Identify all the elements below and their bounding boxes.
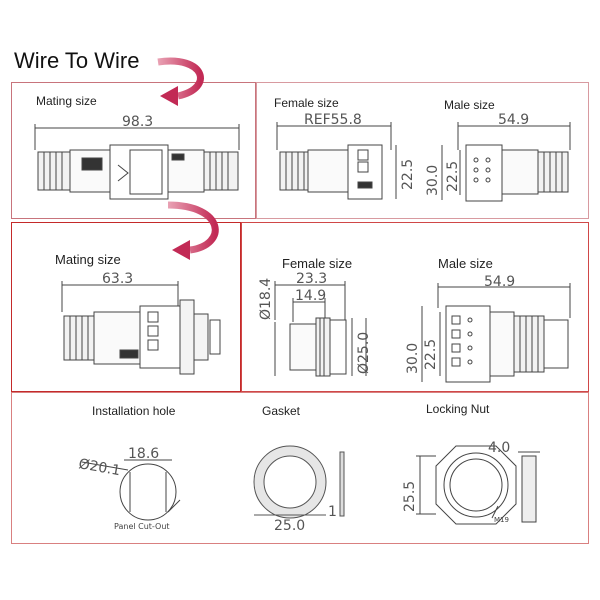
row2-female-dim-dia: Ø18.4 (258, 278, 274, 320)
connector-drawing-icon (276, 122, 397, 200)
connector-drawing-icon (34, 124, 240, 200)
row2-female-dim-dia2: Ø25.0 (356, 332, 372, 374)
page-title: Wire To Wire (14, 48, 140, 73)
row3-hole-label: Installation hole (92, 404, 176, 418)
panel-row2-mating (11, 222, 241, 392)
connector-drawing-icon (421, 283, 571, 383)
row3-hole-dim-dia: Ø20.1 (77, 456, 121, 479)
panel-row1-female-male (256, 82, 589, 219)
locking-nut-drawing (416, 445, 540, 525)
installation-hole-drawing (81, 459, 181, 521)
connector-drawing-icon (274, 281, 367, 377)
row3-hole-note: Panel Cut-Out (114, 522, 170, 531)
row1-female-label: Female size (274, 96, 339, 110)
row1-mating-dim: 98.3 (122, 114, 153, 130)
row1-male-dim-inner: 22.5 (445, 161, 461, 192)
row2-male-label: Male size (438, 256, 493, 271)
panel-row3 (11, 392, 589, 544)
panel-row1-mating (11, 82, 256, 219)
row1-female-dim-length: REF55.8 (304, 112, 362, 128)
row3-nut-label: Locking Nut (426, 402, 490, 416)
row3-nut-dim-thick: 4.0 (488, 440, 510, 456)
row3-nut-dim-height: 25.5 (402, 481, 418, 512)
row2-female-dim-inner: 14.9 (295, 288, 326, 304)
row3-gasket-dim-dia: 25.0 (274, 518, 305, 534)
row3-gasket-label: Gasket (262, 404, 301, 418)
row2-female-label: Female size (282, 256, 353, 271)
row1-male-dim-length: 54.9 (498, 112, 529, 128)
curved-arrow-icon (157, 57, 204, 106)
row1-male-dim-height: 30.0 (425, 165, 441, 196)
row3-nut-thread: M19 (494, 516, 509, 524)
row2-mating-dim: 63.3 (102, 271, 133, 287)
row3-gasket-dim-thick: 1 (328, 504, 337, 520)
panel-row2-female-male (241, 222, 589, 392)
row2-male-dim-inner: 22.5 (423, 339, 439, 370)
row1-mating-label: Mating size (36, 94, 97, 108)
row1-female-dim-height: 22.5 (400, 159, 416, 190)
connector-drawing-icon (61, 281, 221, 375)
curved-arrow-icon (167, 201, 219, 260)
row3-hole-dim-flat: 18.6 (128, 446, 159, 462)
row2-male-dim-length: 54.9 (484, 274, 515, 290)
row2-mating-label: Mating size (55, 252, 121, 267)
gasket-drawing (253, 445, 345, 519)
row1-male-label: Male size (444, 98, 495, 112)
connector-drawing-icon (441, 122, 571, 202)
row2-female-dim-length: 23.3 (296, 271, 327, 287)
row2-male-dim-height: 30.0 (405, 343, 421, 374)
